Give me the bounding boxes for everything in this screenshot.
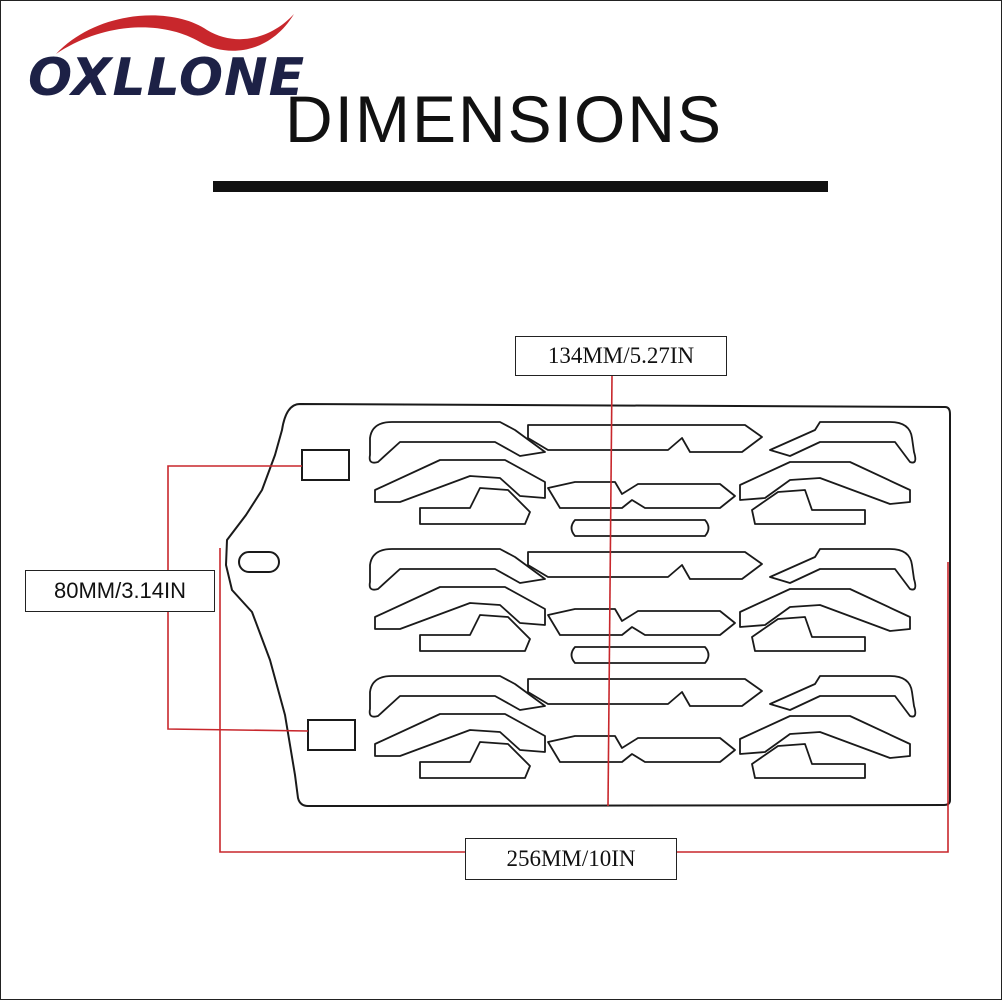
guard-outline <box>225 403 951 807</box>
mount-tab-bottom <box>307 719 356 751</box>
height-dimension-label: 80MM/3.14IN <box>25 570 215 612</box>
grille-slot <box>769 548 917 591</box>
grille-slot <box>527 551 763 580</box>
logo-wordmark: OXLLONE <box>28 48 306 108</box>
width-dimension-label: 134MM/5.27IN <box>515 336 727 376</box>
height-dimension-line-top <box>167 465 302 590</box>
grille-slot <box>751 616 866 652</box>
grille-slot <box>547 735 736 763</box>
grille-slot <box>374 586 546 630</box>
grille-pattern <box>368 421 917 779</box>
grille-slot <box>751 743 866 779</box>
grille-slot <box>739 588 911 632</box>
length-dimension-line-left <box>219 548 465 853</box>
length-dimension-label: 256MM/10IN <box>465 838 677 880</box>
mount-tab-top <box>301 449 350 481</box>
grille-slot <box>368 548 546 591</box>
grille-slot <box>570 519 710 537</box>
logo-swoosh-icon <box>56 14 294 54</box>
grille-slot <box>527 424 763 453</box>
grille-slot <box>419 741 531 779</box>
dimension-lines <box>167 375 949 853</box>
grille-slot <box>570 646 710 664</box>
length-dimension-line-right <box>677 562 949 853</box>
grille-slot <box>368 675 546 718</box>
grille-slot <box>751 489 866 525</box>
grille-slot <box>769 675 917 718</box>
grille-slot <box>547 608 736 636</box>
mount-tabs <box>301 449 356 751</box>
grille-slot <box>419 487 531 525</box>
grille-slot <box>547 481 736 509</box>
page-title: DIMENSIONS <box>285 82 724 156</box>
grille-slot <box>739 461 911 505</box>
grille-slot <box>368 421 546 464</box>
grille-slot <box>739 715 911 759</box>
grille-slot <box>419 614 531 652</box>
grille-slot <box>527 678 763 707</box>
grille-slot <box>769 421 917 464</box>
grille-slot <box>374 713 546 757</box>
mount-slot <box>238 551 280 573</box>
title-underline <box>213 181 828 192</box>
height-dimension-line-bottom <box>167 610 309 732</box>
grille-slot <box>374 459 546 503</box>
width-dimension-line <box>607 375 613 807</box>
